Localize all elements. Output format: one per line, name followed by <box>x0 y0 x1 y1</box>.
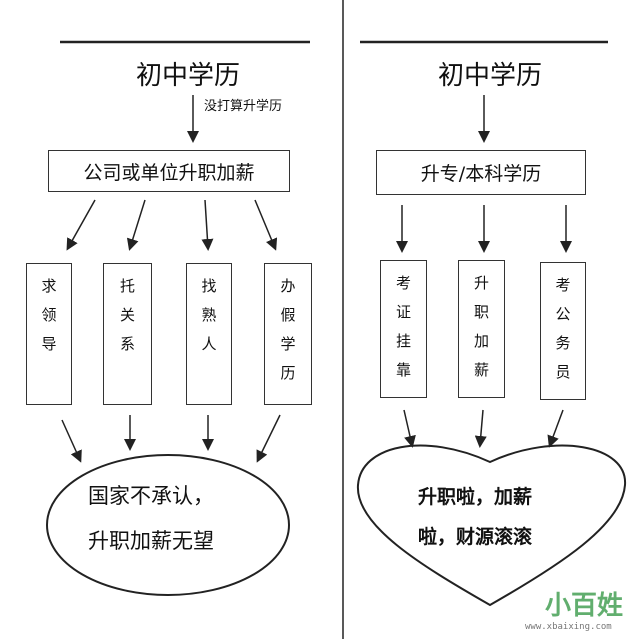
option-label: 考公务员 <box>553 277 572 393</box>
arrow <box>547 409 564 448</box>
left-option-box: 托关系 <box>103 263 152 405</box>
left-main-box: 公司或单位升职加薪 <box>48 150 290 192</box>
watermark: 小百姓 www.xbaixing.com <box>525 585 623 632</box>
left-main-box-label: 公司或单位升职加薪 <box>83 161 255 184</box>
left-result-line2: 升职加薪无望 <box>88 529 214 553</box>
option-label: 托关系 <box>118 278 136 365</box>
left-result-line1: 国家不承认， <box>88 484 214 508</box>
left-result-ellipse <box>46 454 290 596</box>
right-result-line1: 升职啦，加薪 <box>418 486 533 508</box>
left-note: 没打算升学历 <box>204 99 283 114</box>
option-label: 办假学历 <box>278 278 297 394</box>
arrow <box>61 419 82 463</box>
arrow <box>474 409 487 448</box>
left-option-box: 求领导 <box>26 263 72 405</box>
arrow <box>256 414 281 463</box>
option-label: 考证挂靠 <box>394 275 412 391</box>
arrow <box>403 409 416 448</box>
right-option-box: 考公务员 <box>540 262 586 400</box>
right-main-box-label: 升专/本科学历 <box>420 163 542 185</box>
arrow <box>254 199 278 251</box>
arrow <box>66 199 96 251</box>
watermark-logo: 小百姓 <box>545 585 623 622</box>
watermark-brand: 小百姓 <box>545 591 624 621</box>
left-option-box: 找熟人 <box>186 263 232 405</box>
option-label: 找熟人 <box>199 278 218 365</box>
option-label: 升职加薪 <box>472 275 490 391</box>
right-option-box: 升职加薪 <box>458 260 505 398</box>
right-main-box: 升专/本科学历 <box>376 150 586 195</box>
right-result-line2: 啦，财源滚滚 <box>418 526 533 548</box>
watermark-url: www.xbaixing.com <box>525 622 612 632</box>
right-option-box: 考证挂靠 <box>380 260 427 398</box>
arrow <box>126 199 146 251</box>
left-option-box: 办假学历 <box>264 263 312 405</box>
right-result-heart <box>356 444 627 607</box>
left-title: 初中学历 <box>136 61 241 91</box>
option-label: 求领导 <box>39 278 58 365</box>
arrow <box>201 199 214 251</box>
right-title: 初中学历 <box>438 61 543 91</box>
